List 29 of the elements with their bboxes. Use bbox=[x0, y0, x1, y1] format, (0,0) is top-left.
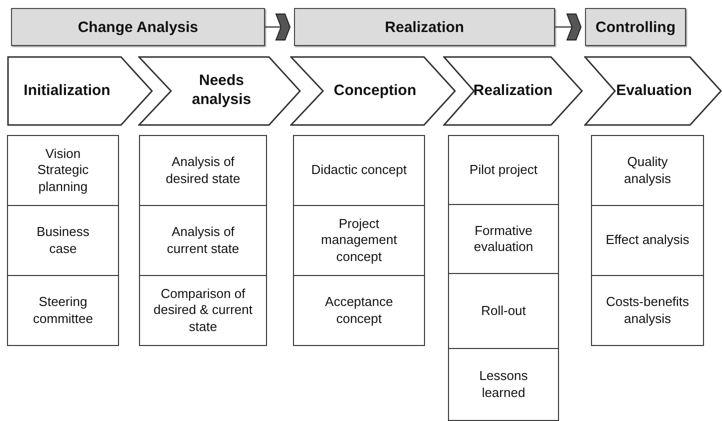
task-box: Quality analysis bbox=[591, 135, 704, 206]
task-box: Roll-out bbox=[448, 273, 559, 349]
task-box: Acceptance concept bbox=[293, 275, 425, 346]
task-box: Analysis of desired state bbox=[139, 135, 267, 206]
step-label: Evaluation bbox=[616, 82, 692, 100]
process-step bbox=[290, 56, 456, 126]
process-step bbox=[7, 56, 153, 126]
task-box: Lessons learned bbox=[448, 348, 559, 421]
phase-bar: Realization bbox=[294, 8, 555, 46]
step-label: Needs analysis bbox=[190, 72, 252, 110]
task-box: Analysis of current state bbox=[139, 205, 267, 276]
step-label: Conception bbox=[334, 82, 416, 100]
task-box: Vision Strategic planning bbox=[7, 135, 119, 206]
process-step bbox=[443, 56, 583, 126]
task-box: Pilot project bbox=[448, 135, 559, 205]
phase-bar: Controlling bbox=[585, 8, 686, 46]
task-box: Comparison of desired & current state bbox=[139, 275, 267, 346]
task-box: Didactic concept bbox=[293, 135, 425, 206]
task-box: Costs-benefits analysis bbox=[591, 275, 704, 346]
task-box: Formative evaluation bbox=[448, 204, 559, 274]
step-label: Realization bbox=[473, 82, 553, 100]
process-step bbox=[584, 56, 722, 126]
task-box: Steering committee bbox=[7, 275, 119, 346]
task-box: Effect analysis bbox=[591, 205, 704, 276]
phase-bar: Change Analysis bbox=[11, 8, 265, 46]
process-step bbox=[138, 56, 301, 126]
task-box: Business case bbox=[7, 205, 119, 276]
task-box: Project management concept bbox=[293, 205, 425, 276]
step-label: Initialization bbox=[24, 82, 110, 100]
